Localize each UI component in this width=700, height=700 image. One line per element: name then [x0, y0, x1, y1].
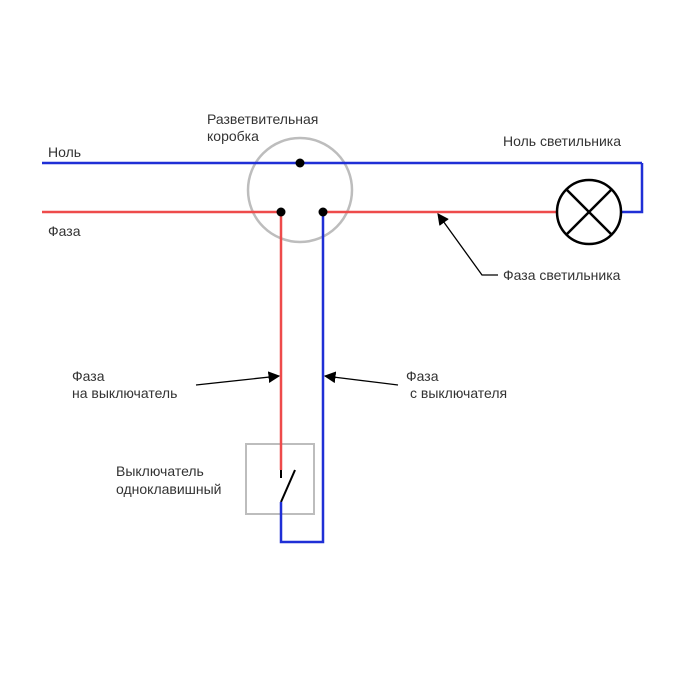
junction-box-label-line1: Разветвительная [207, 111, 318, 127]
phase-from-switch-wire [279, 212, 325, 544]
lamp-cross-2 [565, 188, 613, 236]
phase-from-switch-callout-arrow [323, 371, 399, 386]
phase-from-switch-label-line2: с выключателя [410, 385, 507, 401]
neutral-label: Ноль [48, 144, 81, 160]
switch-label-line2: одноклавишный [116, 481, 222, 497]
switch-lever [280, 469, 296, 503]
phase-to-switch-callout-arrow [195, 371, 281, 386]
phase-to-switch-label-line2: на выключатель [72, 385, 177, 401]
lamp-phase-callout-arrow [437, 213, 498, 276]
lamp-neutral-wire [622, 163, 644, 214]
phase-from-switch-label-line1: Фаза [406, 368, 439, 384]
junction-box-label-line2: коробка [207, 128, 259, 144]
neutral-junction-node [295, 158, 305, 168]
phase-to-switch-label-line1: Фаза [72, 368, 105, 384]
junction-box [246, 136, 354, 244]
switch-label-line1: Выключатель [116, 463, 204, 479]
phase-label: Фаза [48, 223, 81, 239]
lamp-phase-junction-node [318, 207, 328, 217]
lamp-neutral-label: Ноль светильника [503, 133, 621, 149]
phase-junction-node [276, 207, 286, 217]
lamp-phase-label: Фаза светильника [503, 267, 621, 283]
